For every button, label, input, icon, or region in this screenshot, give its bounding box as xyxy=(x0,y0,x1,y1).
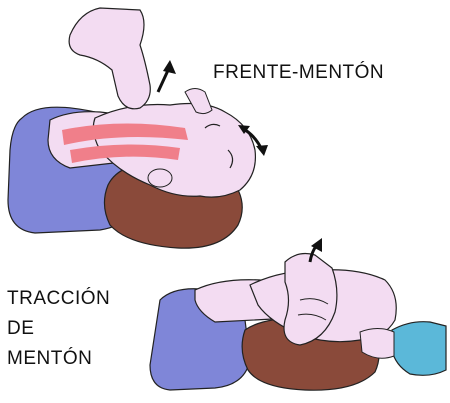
sleeve-bottom xyxy=(392,322,446,376)
label-chin-lift-line1: TRACCIÓN xyxy=(7,284,110,314)
head-tilt-figure xyxy=(8,8,268,248)
hand-forehead-top xyxy=(69,8,150,109)
ear-top xyxy=(148,169,172,187)
label-chin-lift-line3: MENTÓN xyxy=(7,344,110,374)
chin-lift-figure xyxy=(150,238,446,390)
label-head-tilt-chin-lift: FRENTE-MENTÓN xyxy=(213,62,384,84)
arrow-up-icon xyxy=(158,60,176,92)
wrist-bottom xyxy=(360,329,394,359)
label-chin-lift-line2: DE xyxy=(7,314,110,344)
label-chin-lift: TRACCIÓN DE MENTÓN xyxy=(7,284,110,374)
